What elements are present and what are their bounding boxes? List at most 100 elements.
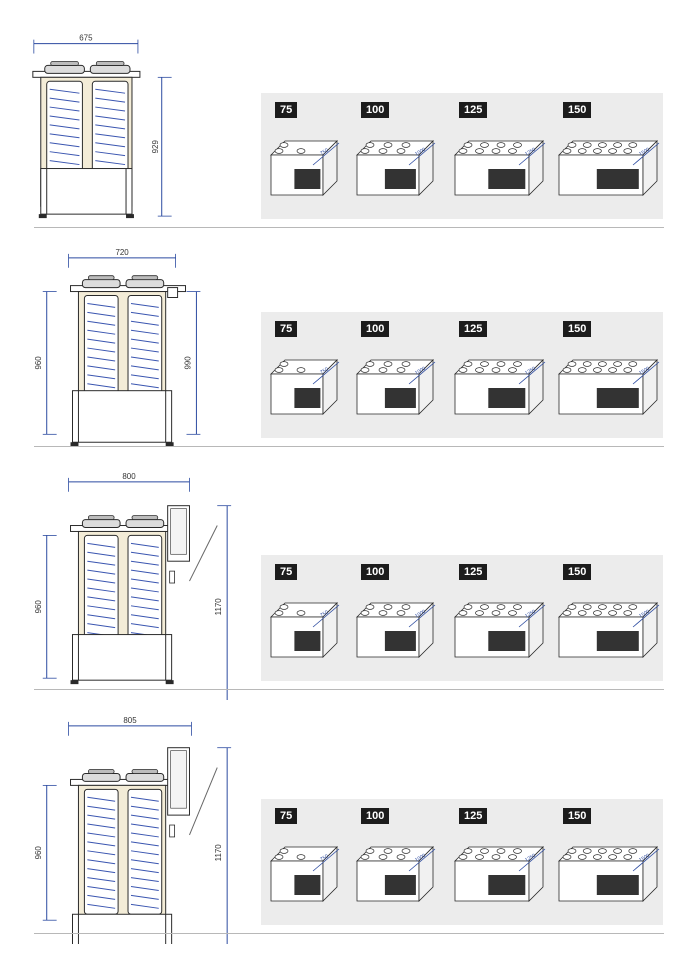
well-opening — [365, 848, 375, 854]
stripe — [95, 151, 126, 157]
stripe — [95, 133, 126, 139]
well-opening — [383, 604, 393, 610]
well-opening — [582, 848, 592, 854]
well-opening — [491, 610, 501, 616]
stripe — [130, 886, 159, 891]
well-opening — [513, 361, 522, 367]
well-opening — [475, 610, 484, 616]
width-dimension: 805 — [68, 716, 192, 736]
well-opening — [378, 148, 388, 154]
stripe — [87, 850, 116, 856]
stripe — [130, 329, 159, 335]
height-dimension: 960 — [34, 784, 57, 921]
stripe — [130, 365, 159, 371]
well-opening — [279, 361, 289, 367]
well-opening — [365, 361, 375, 367]
well-opening — [396, 148, 406, 154]
well-opening — [463, 361, 473, 367]
well-opening — [562, 610, 572, 616]
stripe — [130, 805, 159, 811]
stripe — [130, 903, 159, 909]
unit-isometric-drawing: 750 — [270, 602, 340, 658]
well-opening — [401, 142, 411, 148]
size-badge: 75 — [275, 808, 298, 824]
stripe — [130, 859, 159, 865]
well-opening — [458, 367, 468, 373]
depth-label: 1250 — [524, 147, 537, 158]
well-opening — [623, 610, 633, 616]
well-opening — [593, 610, 602, 616]
size-badge: 125 — [459, 321, 488, 337]
stripe — [130, 832, 159, 838]
stripe — [87, 805, 116, 811]
size-badge: 150 — [563, 808, 592, 824]
unit-isometric-drawing: 1000 — [356, 140, 436, 196]
row-divider — [34, 689, 664, 690]
well-opening — [480, 604, 489, 610]
well-opening — [608, 854, 617, 860]
base-frame — [72, 913, 173, 944]
well-opening — [279, 848, 289, 854]
stripe — [87, 365, 116, 371]
row-divider — [34, 933, 664, 934]
well-opening — [613, 142, 622, 148]
stripe — [49, 151, 80, 157]
well-opening — [496, 848, 506, 854]
well-opening — [593, 148, 602, 154]
well-opening — [577, 610, 587, 616]
well-opening — [296, 367, 306, 373]
stripe — [49, 160, 80, 166]
stripe — [87, 374, 116, 380]
well-opening — [577, 854, 587, 860]
well-opening — [274, 367, 284, 373]
stripe — [87, 578, 116, 584]
well-column — [81, 769, 121, 915]
stripe — [130, 814, 159, 820]
well-opening — [623, 367, 633, 373]
size-badge: 75 — [275, 102, 298, 118]
well-opening — [513, 604, 522, 610]
well-opening — [628, 361, 638, 367]
size-option-125: 125 1250 — [449, 318, 546, 432]
well-opening — [562, 854, 572, 860]
well-opening — [562, 367, 572, 373]
well-opening — [378, 367, 388, 373]
row-divider — [34, 446, 664, 447]
well-opening — [508, 148, 517, 154]
depth-label: 1000 — [414, 609, 427, 620]
well-opening — [296, 610, 306, 616]
well-opening — [396, 367, 406, 373]
stripe — [87, 605, 116, 611]
well-opening — [279, 604, 289, 610]
unit-isometric-drawing: 1500 — [558, 140, 660, 196]
well-opening — [401, 361, 411, 367]
well-opening — [567, 361, 577, 367]
well-opening — [360, 854, 370, 860]
well-opening — [513, 848, 522, 854]
well-opening — [480, 142, 489, 148]
stripe — [49, 106, 80, 112]
stripe — [87, 903, 116, 909]
well-opening — [378, 610, 388, 616]
well-opening — [628, 848, 638, 854]
well-opening — [360, 610, 370, 616]
width-dimension: 720 — [68, 248, 176, 268]
stripe — [130, 320, 159, 326]
well-opening — [582, 142, 592, 148]
unit-isometric-drawing: 750 — [270, 846, 340, 902]
stripe — [87, 886, 116, 891]
stripe — [87, 347, 116, 353]
well-opening — [508, 610, 517, 616]
well-opening — [593, 854, 602, 860]
well-opening — [567, 604, 577, 610]
side-ledge — [167, 287, 179, 298]
unit-isometric-drawing: 1250 — [454, 359, 546, 415]
